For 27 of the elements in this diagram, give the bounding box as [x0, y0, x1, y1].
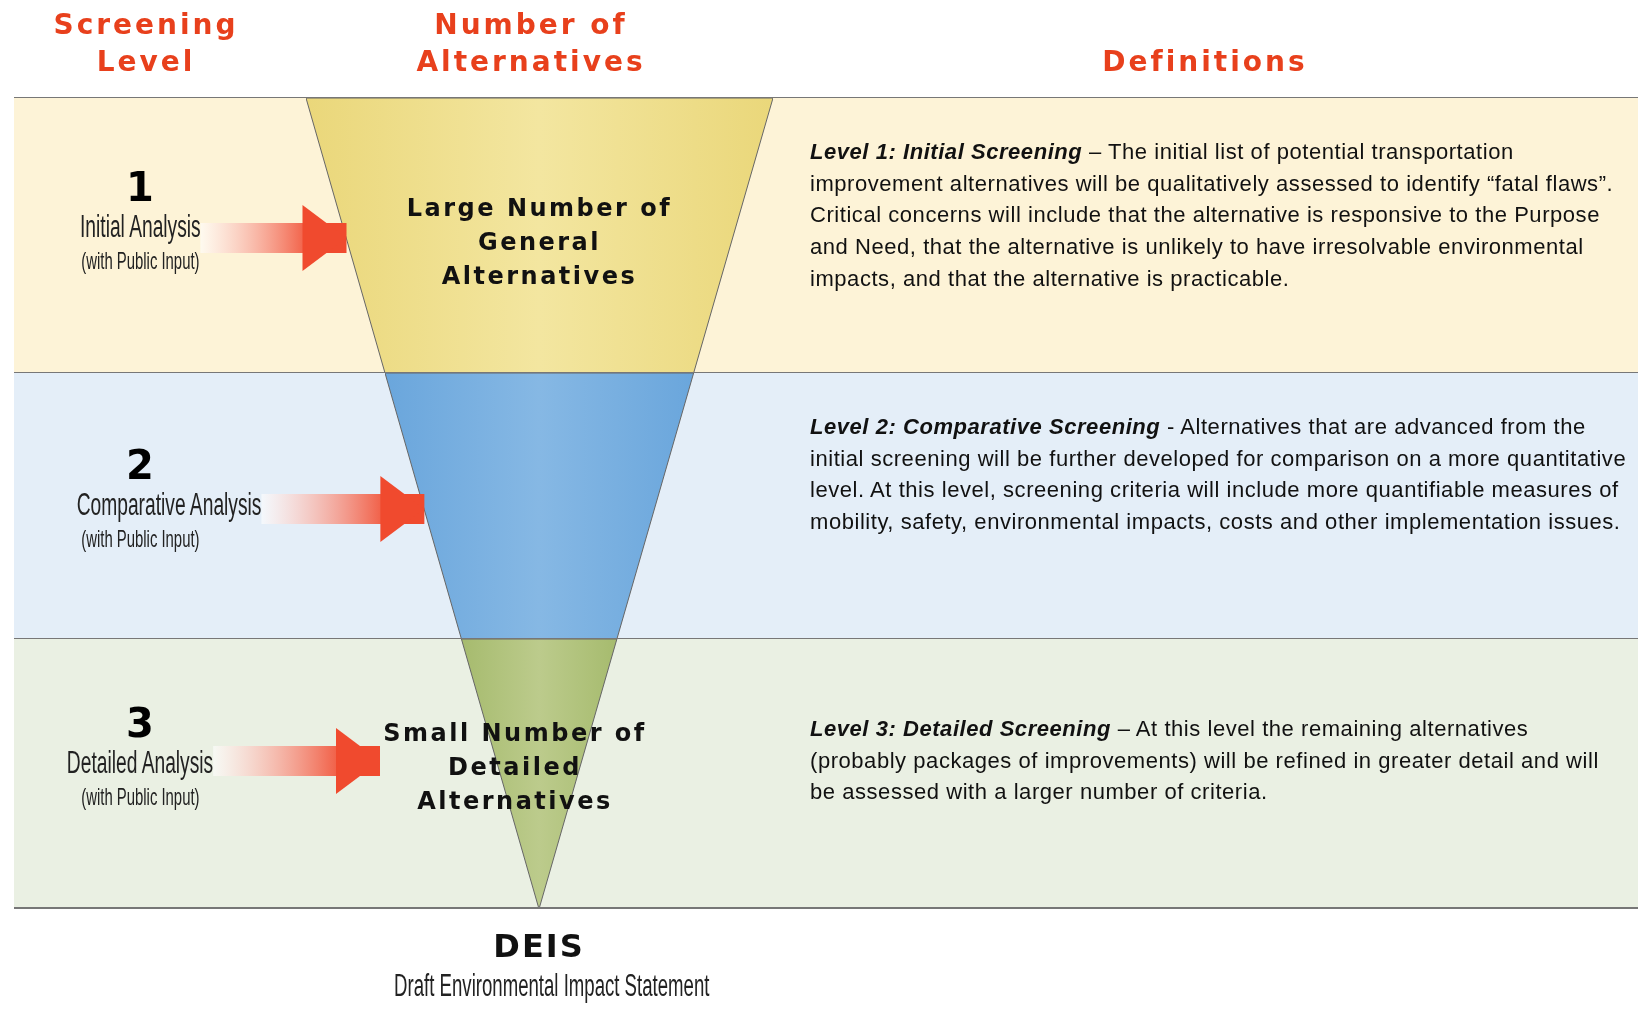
level-name: Detailed Analysis — [66, 744, 214, 782]
arrow — [213, 728, 380, 794]
definition-text: Level 2: Comparative Screening - Alternatives that are advanced from the initial screening will be further developed for comparison on a more quantitative level. At this level, screening criteria will include more quantifiable measures of mobility, safety, environmental impacts, costs and other implementation issues. — [810, 413, 1628, 537]
funnel-label: Large Number of General Alternatives — [405, 193, 674, 292]
level-note: (with Public Input) — [80, 246, 200, 276]
definition-text: Level 3: Detailed Screening – At this level the remaining alternatives (probably packages of improvements) will be refined in greater detail and will be assessed with a larger number of criteria. — [810, 715, 1600, 807]
column-header: Screening Level — [52, 7, 240, 80]
level-number: 3 — [126, 702, 154, 744]
funnel-segment — [306, 98, 773, 373]
level-name: Comparative Analysis — [76, 486, 262, 524]
funnel-segment — [385, 373, 694, 639]
level-band — [14, 97, 1638, 372]
level-note: (with Public Input) — [80, 782, 200, 812]
level-note: (with Public Input) — [80, 524, 200, 554]
definition-text: Level 1: Initial Screening – The initial list of potential transportation improvement alternatives will be qualitatively assessed to identify “fatal flaws”. Critical concerns will include that the alternative is responsive to the Purpose and Need, that the alternative is unlikely to have irresolvable environmental impacts, and that the alternative is practicable. — [810, 138, 1615, 293]
outcome-subtitle: Draft Environmental Impact Statement — [394, 968, 710, 1004]
level-name: Initial Analysis — [79, 208, 201, 246]
level-number: 1 — [126, 166, 154, 208]
outcome-title: DEIS — [492, 926, 586, 966]
arrow — [200, 205, 347, 271]
column-header: Number of Alternatives — [415, 7, 647, 80]
level-band — [14, 638, 1638, 908]
level-number: 2 — [126, 444, 154, 486]
level-band — [14, 372, 1638, 638]
funnel-label: Small Number of Detailed Alternatives — [382, 718, 648, 817]
arrow — [261, 476, 425, 542]
column-header: Definitions — [1101, 44, 1309, 80]
